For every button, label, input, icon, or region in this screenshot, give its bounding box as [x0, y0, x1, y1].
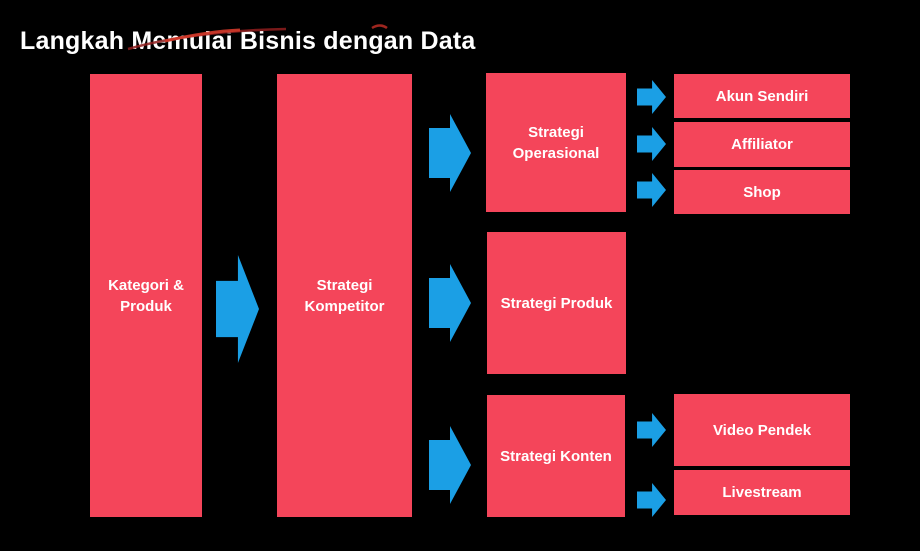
arrow-konten-to-livestream: [637, 483, 666, 517]
arrow-kompetitor-to-operasional: [429, 114, 471, 192]
node-strategi-kompetitor: Strategi Kompetitor: [277, 74, 412, 517]
arrow-konten-to-video-pendek: [637, 413, 666, 447]
page-title: Langkah Memulai Bisnis dengan Data: [20, 27, 476, 55]
arrow-kompetitor-to-produk: [429, 264, 471, 342]
node-kategori-produk: Kategori & Produk: [90, 74, 202, 517]
node-strategi-produk: Strategi Produk: [487, 232, 626, 374]
node-livestream: Livestream: [674, 470, 850, 515]
node-affiliator: Affiliator: [674, 122, 850, 167]
node-strategi-operasional: Strategi Operasional: [486, 73, 626, 212]
arrow-operasional-to-akun-sendiri: [637, 80, 666, 114]
arrow-operasional-to-affiliator: [637, 127, 666, 161]
arrow-operasional-to-shop: [637, 173, 666, 207]
node-shop: Shop: [674, 170, 850, 214]
arrow-kategori-to-kompetitor: [216, 255, 259, 363]
node-video-pendek: Video Pendek: [674, 394, 850, 466]
arrow-kompetitor-to-konten: [429, 426, 471, 504]
node-strategi-konten: Strategi Konten: [487, 395, 625, 517]
node-akun-sendiri: Akun Sendiri: [674, 74, 850, 118]
